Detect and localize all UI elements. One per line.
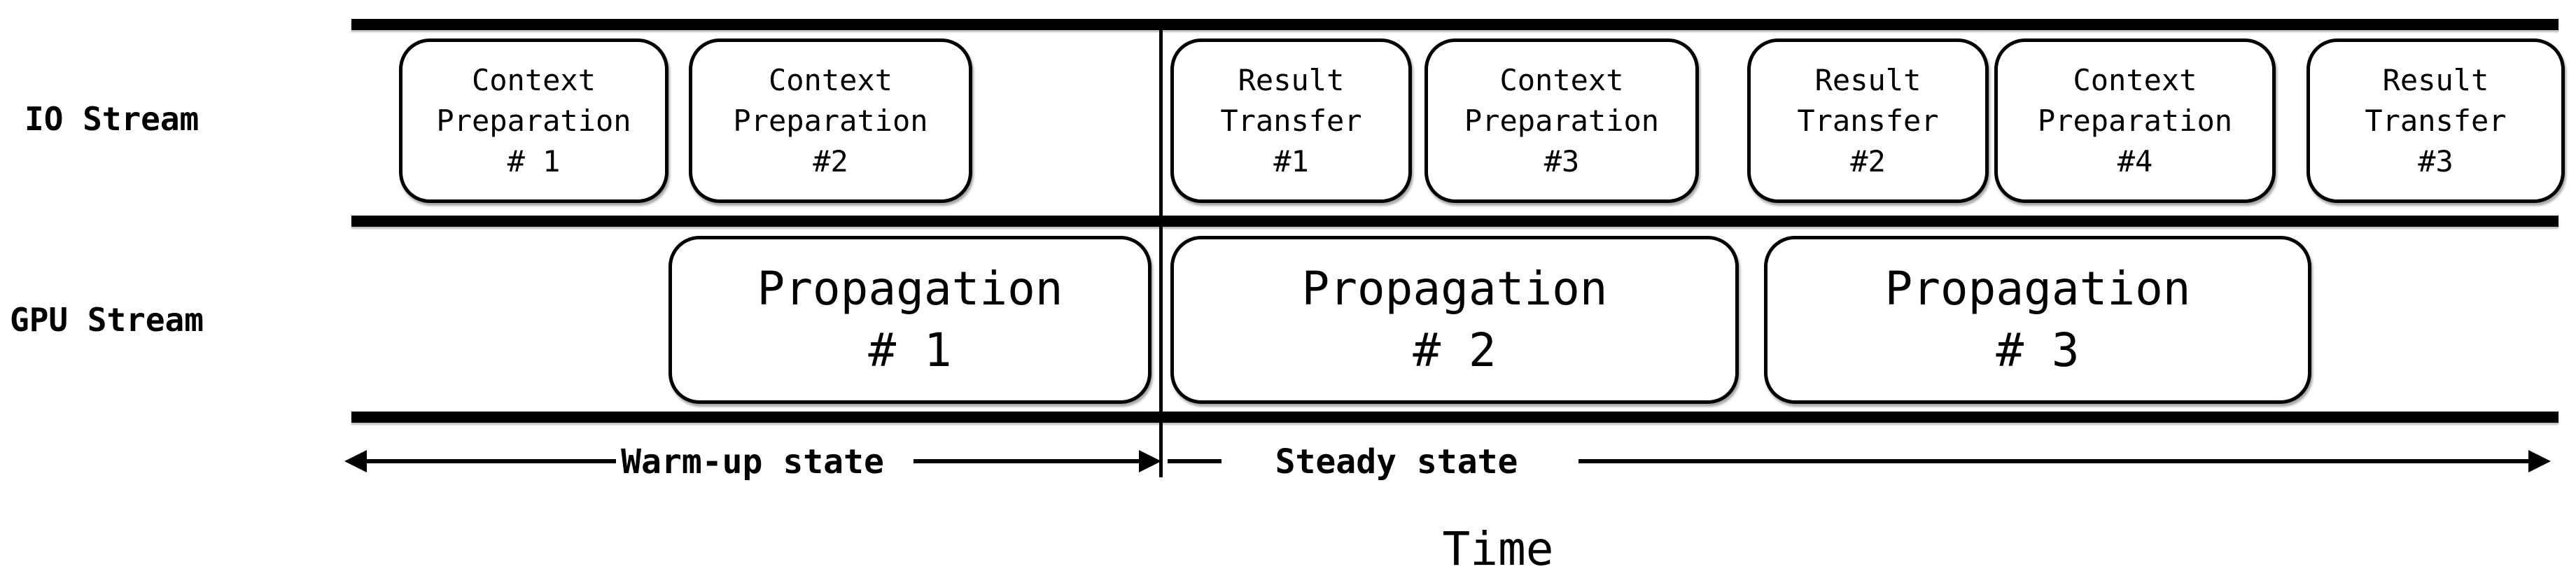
task-line: Context (1499, 62, 1624, 97)
task-box-result-transfer-2: Result Transfer #2 (1747, 38, 1989, 203)
state-divider-line (1159, 19, 1163, 477)
task-line: Preparation (436, 103, 631, 138)
task-line: # 1 (868, 323, 952, 377)
task-line: Transfer (2365, 103, 2507, 138)
task-box-context-preparation-1: Context Preparation # 1 (399, 38, 668, 203)
steady-state-label: Steady state (1275, 442, 1518, 482)
task-line: Transfer (1220, 103, 1362, 138)
warmup-state-label: Warm-up state (621, 442, 884, 482)
task-line: Propagation (757, 262, 1063, 316)
task-line: #1 (1273, 143, 1309, 178)
task-line: # 3 (1996, 323, 2080, 377)
task-box-result-transfer-1: Result Transfer #1 (1170, 38, 1412, 203)
task-line: Context (768, 62, 892, 97)
task-box-context-preparation-2: Context Preparation #2 (689, 38, 972, 203)
task-line: Propagation (1301, 262, 1608, 316)
gpu-stream-label: GPU Stream (10, 301, 204, 339)
steady-arrowhead-right-icon (2528, 450, 2551, 472)
task-line: Preparation (2037, 103, 2233, 138)
task-line: Result (2382, 62, 2489, 97)
task-box-propagation-1: Propagation # 1 (668, 236, 1152, 404)
steady-arrow-dash (1168, 459, 1222, 463)
task-line: Result (1238, 62, 1345, 97)
time-axis-label: Time (1442, 522, 1554, 576)
task-line: Preparation (1464, 103, 1660, 138)
warmup-arrowhead-left-icon (344, 450, 367, 472)
task-box-context-preparation-3: Context Preparation #3 (1424, 38, 1699, 203)
task-box-propagation-3: Propagation # 3 (1764, 236, 2311, 404)
timeline-rail-top (351, 19, 2558, 30)
task-line: Context (471, 62, 596, 97)
task-line: #4 (2117, 143, 2153, 178)
warmup-arrow-shaft-right (913, 459, 1141, 463)
task-box-result-transfer-3: Result Transfer #3 (2306, 38, 2565, 203)
task-box-propagation-2: Propagation # 2 (1170, 236, 1739, 404)
task-box-context-preparation-4: Context Preparation #4 (1994, 38, 2276, 203)
task-line: Propagation (1884, 262, 2191, 316)
task-line: Preparation (733, 103, 928, 138)
timeline-rail-middle (351, 216, 2558, 227)
task-line: Transfer (1797, 103, 1939, 138)
task-line: # 1 (507, 143, 561, 178)
warmup-arrowhead-right-icon (1139, 450, 1161, 472)
io-stream-label: IO Stream (24, 100, 200, 138)
steady-arrow-shaft (1578, 459, 2528, 463)
warmup-arrow-shaft-left (364, 459, 616, 463)
task-line: # 2 (1413, 323, 1497, 377)
timeline-rail-bottom (351, 412, 2558, 423)
task-line: #3 (2418, 143, 2454, 178)
task-line: #3 (1544, 143, 1580, 178)
task-line: #2 (1850, 143, 1886, 178)
task-line: #2 (813, 143, 848, 178)
task-line: Context (2073, 62, 2197, 97)
task-line: Result (1814, 62, 1921, 97)
